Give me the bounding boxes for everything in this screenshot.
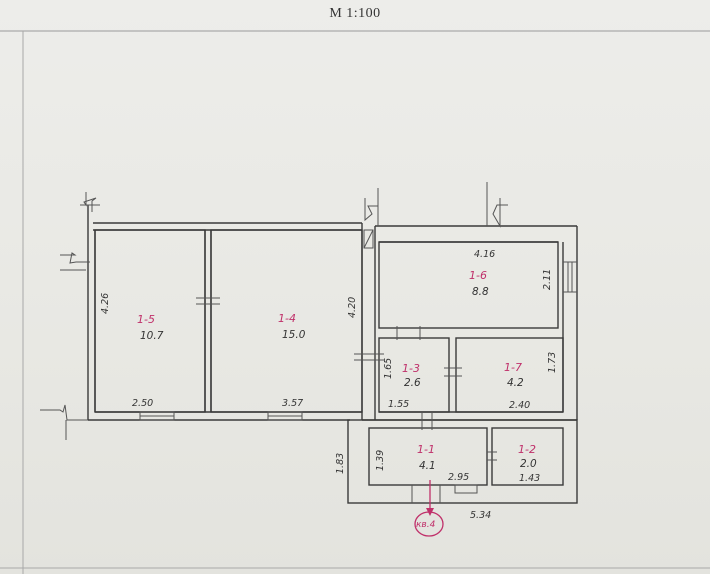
- scale-label: М 1:100: [329, 6, 381, 21]
- room-1-6-outline: [378, 241, 559, 329]
- door-1-5-to-1-4: [196, 297, 220, 305]
- dim-4-20: 4.20: [347, 297, 358, 318]
- wall-break-symbols: [40, 182, 508, 440]
- dim-3-57: 3.57: [282, 398, 303, 409]
- room-1-7-number: 1-7: [504, 361, 522, 374]
- room-1-7-area: 4.2: [507, 377, 524, 389]
- door-1-3-to-1-6: [396, 326, 421, 340]
- window-1-4: [267, 411, 303, 421]
- dim-1-73: 1.73: [547, 352, 558, 373]
- room-1-5-number: 1-5: [137, 313, 155, 326]
- dim-1-83: 1.83: [335, 453, 346, 474]
- room-1-6-area: 8.8: [472, 286, 489, 298]
- entrance-circle: [414, 511, 444, 537]
- room-1-4-area: 15.0: [282, 329, 306, 341]
- room-1-7-outline: [455, 337, 564, 413]
- room-1-4-number: 1-4: [278, 312, 296, 325]
- door-1-3-to-1-4: [354, 353, 384, 361]
- dim-2-50: 2.50: [132, 398, 153, 409]
- room-1-3-outline: [378, 337, 450, 413]
- window-1-6: [563, 261, 577, 293]
- room-1-1-area: 4.1: [419, 460, 436, 472]
- dim-2-11: 2.11: [542, 269, 553, 290]
- dim-2-40: 2.40: [509, 400, 530, 411]
- dim-1-39: 1.39: [375, 450, 386, 471]
- window-1-5: [139, 411, 175, 421]
- outer-walls: [87, 205, 578, 421]
- room-1-3-number: 1-3: [402, 362, 420, 375]
- dim-2-95: 2.95: [448, 472, 469, 483]
- dim-1-55: 1.55: [388, 399, 409, 410]
- lower-block-walls: [347, 412, 578, 504]
- dim-4-26: 4.26: [100, 293, 111, 314]
- dim-1-43: 1.43: [519, 473, 540, 484]
- room-1-6-number: 1-6: [469, 269, 487, 282]
- room-1-2-number: 1-2: [518, 443, 536, 456]
- dim-1-65: 1.65: [383, 358, 394, 379]
- door-1-3-to-1-7: [444, 367, 462, 377]
- room-1-1-number: 1-1: [417, 443, 435, 456]
- room-1-2-area: 2.0: [520, 458, 537, 470]
- room-1-5-area: 10.7: [140, 330, 164, 342]
- entrance-label: кв.4: [416, 520, 436, 530]
- room-1-3-area: 2.6: [404, 377, 421, 389]
- dim-5-34: 5.34: [470, 510, 491, 521]
- vent-shaft: [363, 229, 374, 249]
- dim-4-16: 4.16: [474, 249, 495, 260]
